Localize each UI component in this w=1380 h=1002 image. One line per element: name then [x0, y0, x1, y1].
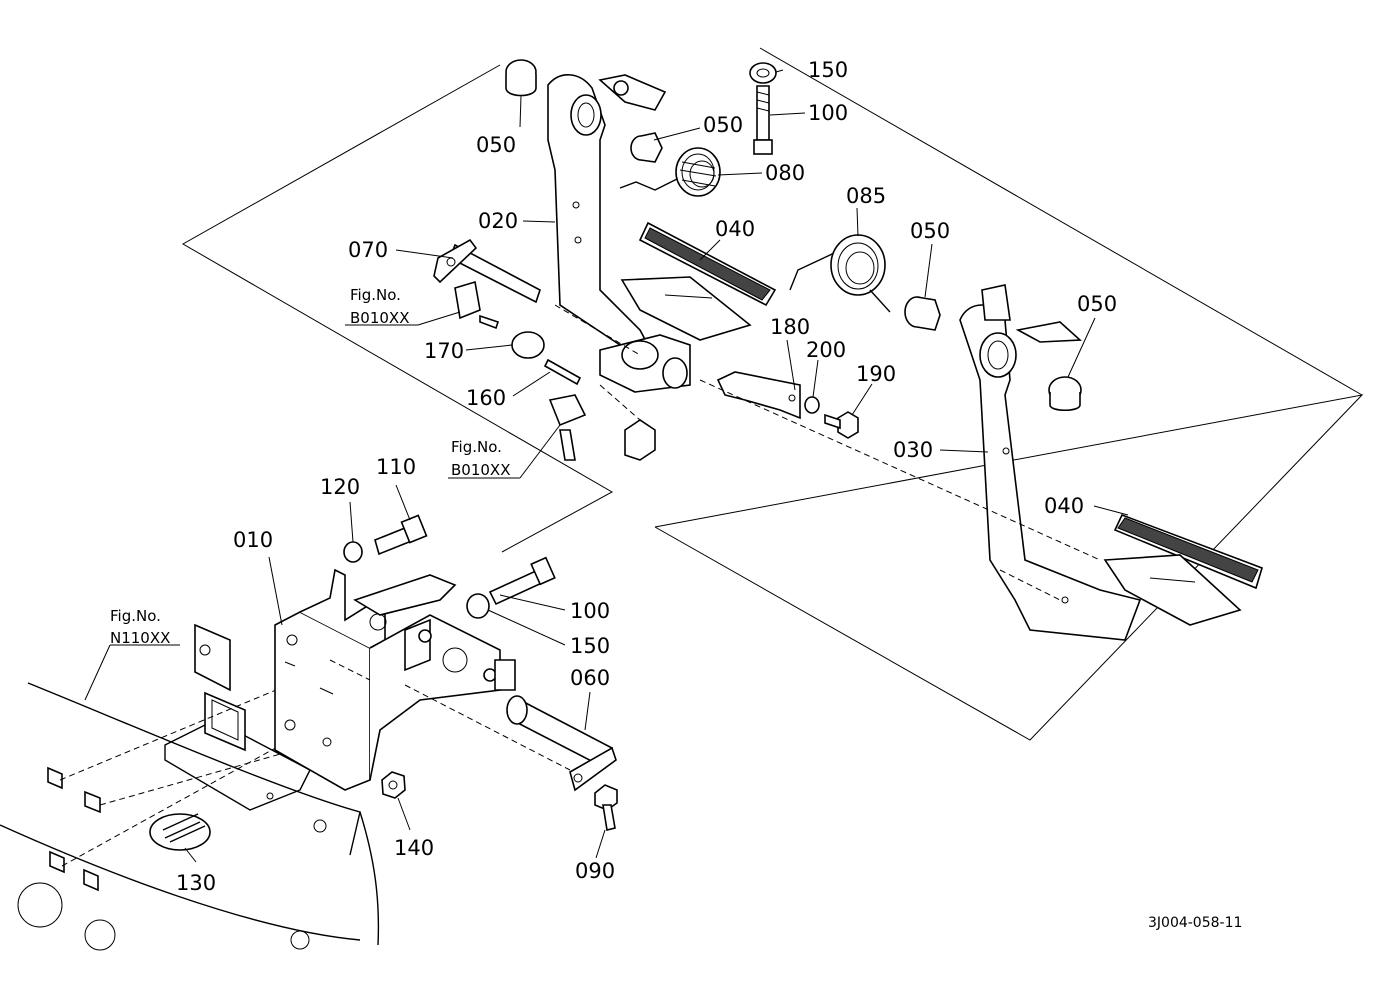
- pin-070: [433, 238, 541, 304]
- label-080: 080: [765, 161, 805, 185]
- frame-housing: [0, 623, 380, 951]
- label-160: 160: [466, 386, 506, 410]
- label-170: 170: [424, 339, 464, 363]
- plate-180: [716, 371, 801, 420]
- label-020: 020: [478, 209, 518, 233]
- label-010: 010: [233, 528, 273, 552]
- label-070: 070: [348, 238, 388, 262]
- bracket-ref-b010-upper: [454, 280, 500, 330]
- fig-ref-b010-upper: B010XX: [350, 309, 409, 327]
- axis-line-upper: [699, 379, 1101, 561]
- label-110: 110: [376, 455, 416, 479]
- rod-060: [506, 695, 617, 792]
- pedal-pad-040-lower: [1103, 513, 1263, 626]
- stud-bolt-130: [149, 813, 211, 851]
- bolt-190: [824, 411, 859, 439]
- bushing-050-a: [505, 59, 537, 97]
- drawing-code: 3J004-058-11: [1148, 915, 1242, 931]
- bushing-050-d: [1048, 376, 1082, 412]
- fig-label-lower: Fig.No.: [451, 438, 502, 456]
- label-120: 120: [320, 475, 360, 499]
- label-200: 200: [806, 338, 846, 362]
- fig-label-upper: Fig.No.: [350, 286, 401, 304]
- pedal-arm-020: [547, 74, 691, 393]
- bushing-050-c: [904, 296, 941, 331]
- label-140: 140: [394, 836, 434, 860]
- spring-080: [619, 147, 721, 197]
- label-040-upper: 040: [715, 217, 755, 241]
- pin-160: [543, 358, 582, 386]
- label-130: 130: [176, 871, 216, 895]
- label-100-top: 100: [808, 101, 848, 125]
- label-090: 090: [575, 859, 615, 883]
- label-050-right: 050: [910, 219, 950, 243]
- label-040-lower: 040: [1044, 494, 1084, 518]
- label-030: 030: [893, 438, 933, 462]
- nut-140: [381, 771, 406, 799]
- label-150-top: 150: [808, 58, 848, 82]
- nut-200: [804, 396, 820, 414]
- fig-ref-b010-lower: B010XX: [451, 461, 510, 479]
- label-050-top-left: 050: [476, 133, 516, 157]
- washer-150-lower: [466, 593, 490, 619]
- bolt-110: [374, 514, 428, 556]
- label-085: 085: [846, 184, 886, 208]
- label-050-mid: 050: [703, 113, 743, 137]
- bolt-090: [594, 784, 618, 831]
- upper-group-outline-right: [759, 47, 1363, 396]
- cap-170: [511, 331, 545, 359]
- bracket-010: [274, 568, 571, 791]
- label-180: 180: [770, 315, 810, 339]
- upper-group-outline: [181, 64, 614, 553]
- label-060: 060: [570, 666, 610, 690]
- label-100-lower: 100: [570, 599, 610, 623]
- bolt-100-top: [753, 85, 773, 155]
- label-190: 190: [856, 362, 896, 386]
- washer-120: [343, 541, 363, 563]
- washer-150-top: [749, 62, 777, 84]
- fig-label-left: Fig.No.: [110, 607, 161, 625]
- label-150-lower: 150: [570, 634, 610, 658]
- leader-lines: [84, 69, 1129, 863]
- pedal-arm-030: [959, 284, 1142, 641]
- spring-085: [789, 234, 891, 313]
- pedal-pad-040-upper: [620, 221, 777, 341]
- bushing-050-b: [630, 132, 663, 163]
- bolt-100-lower: [488, 556, 556, 606]
- label-050-far-right: 050: [1077, 292, 1117, 316]
- fig-ref-n110: N110XX: [110, 629, 170, 647]
- bracket-ref-b010-lower: [548, 384, 656, 461]
